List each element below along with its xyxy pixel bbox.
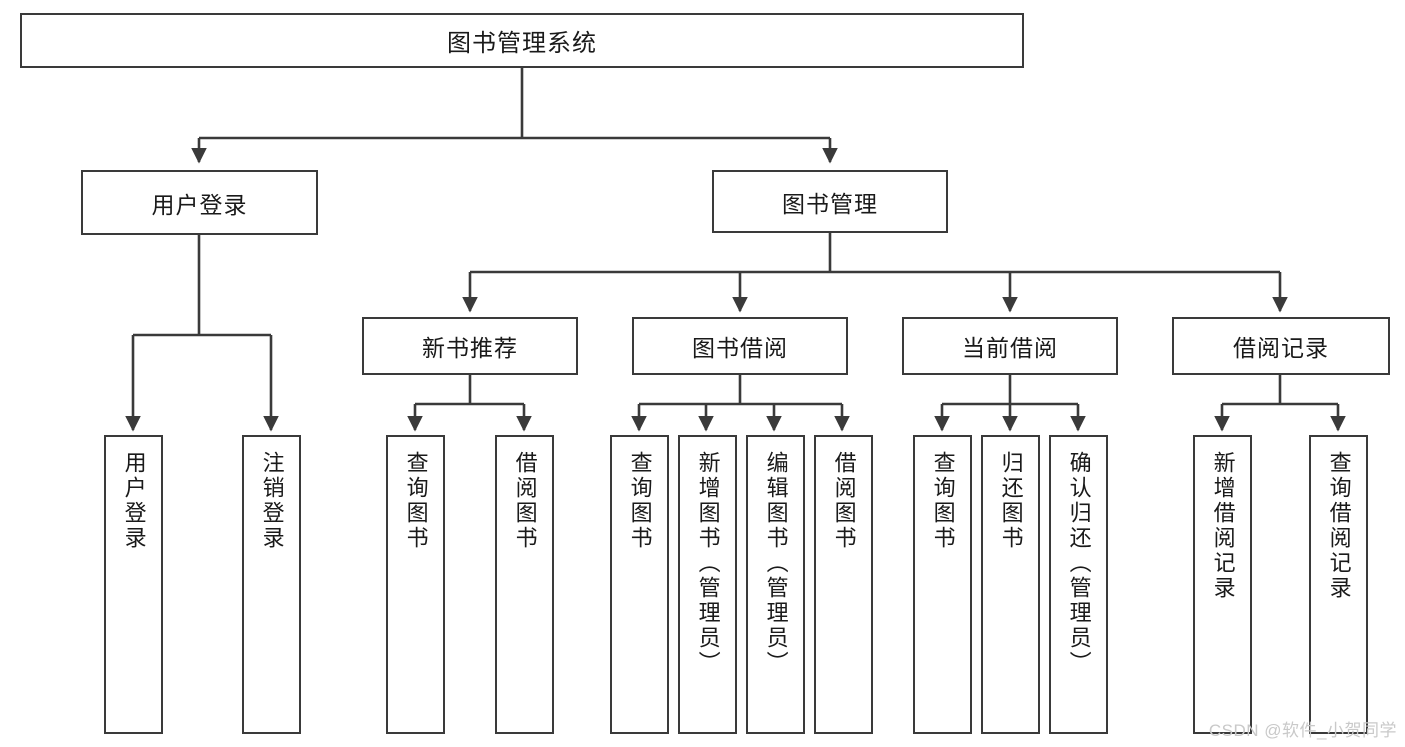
node-leaf-query-record[interactable]: 查询借阅记录 bbox=[1309, 435, 1368, 734]
node-new-book-rec-label: 新书推荐 bbox=[422, 335, 518, 361]
node-leaf-query-book-1-label: 查询图书 bbox=[403, 451, 429, 551]
node-leaf-borrow-book-2[interactable]: 借阅图书 bbox=[814, 435, 873, 734]
node-leaf-user-login[interactable]: 用户登录 bbox=[104, 435, 163, 734]
node-root-label: 图书管理系统 bbox=[447, 30, 597, 57]
node-book-borrow-label: 图书借阅 bbox=[692, 335, 788, 361]
node-leaf-add-record[interactable]: 新增借阅记录 bbox=[1193, 435, 1252, 734]
node-leaf-user-login-label: 用户登录 bbox=[121, 451, 147, 551]
node-leaf-edit-book-label: 编辑图书（管理员） bbox=[763, 451, 789, 676]
node-leaf-borrow-book-2-label: 借阅图书 bbox=[831, 451, 857, 551]
node-leaf-query-book-2-label: 查询图书 bbox=[627, 451, 653, 551]
node-user-login[interactable]: 用户登录 bbox=[81, 170, 318, 235]
node-leaf-query-book-2[interactable]: 查询图书 bbox=[610, 435, 669, 734]
node-new-book-rec[interactable]: 新书推荐 bbox=[362, 317, 578, 375]
node-root[interactable]: 图书管理系统 bbox=[20, 13, 1024, 68]
node-leaf-query-book-3[interactable]: 查询图书 bbox=[913, 435, 972, 734]
node-leaf-add-book[interactable]: 新增图书（管理员） bbox=[678, 435, 737, 734]
node-leaf-borrow-book-1[interactable]: 借阅图书 bbox=[495, 435, 554, 734]
node-borrow-record[interactable]: 借阅记录 bbox=[1172, 317, 1390, 375]
node-leaf-borrow-book-1-label: 借阅图书 bbox=[512, 451, 538, 551]
watermark: CSDN @软件_小贺同学 bbox=[1208, 721, 1397, 740]
node-leaf-return-book-label: 归还图书 bbox=[998, 451, 1024, 551]
node-leaf-add-book-label: 新增图书（管理员） bbox=[695, 451, 721, 676]
node-current-borrow-label: 当前借阅 bbox=[962, 335, 1058, 361]
node-borrow-record-label: 借阅记录 bbox=[1233, 335, 1329, 361]
node-book-manage[interactable]: 图书管理 bbox=[712, 170, 948, 233]
node-user-login-label: 用户登录 bbox=[151, 191, 248, 218]
node-book-manage-label: 图书管理 bbox=[782, 190, 878, 217]
node-leaf-query-record-label: 查询借阅记录 bbox=[1326, 451, 1352, 601]
node-leaf-edit-book[interactable]: 编辑图书（管理员） bbox=[746, 435, 805, 734]
node-leaf-confirm-return[interactable]: 确认归还（管理员） bbox=[1049, 435, 1108, 734]
node-current-borrow[interactable]: 当前借阅 bbox=[902, 317, 1118, 375]
node-leaf-query-book-1[interactable]: 查询图书 bbox=[386, 435, 445, 734]
node-book-borrow[interactable]: 图书借阅 bbox=[632, 317, 848, 375]
node-leaf-logout-label: 注销登录 bbox=[259, 451, 285, 551]
node-leaf-add-record-label: 新增借阅记录 bbox=[1210, 451, 1236, 601]
node-leaf-logout[interactable]: 注销登录 bbox=[242, 435, 301, 734]
node-leaf-query-book-3-label: 查询图书 bbox=[930, 451, 956, 551]
node-leaf-return-book[interactable]: 归还图书 bbox=[981, 435, 1040, 734]
node-leaf-confirm-return-label: 确认归还（管理员） bbox=[1066, 451, 1092, 676]
